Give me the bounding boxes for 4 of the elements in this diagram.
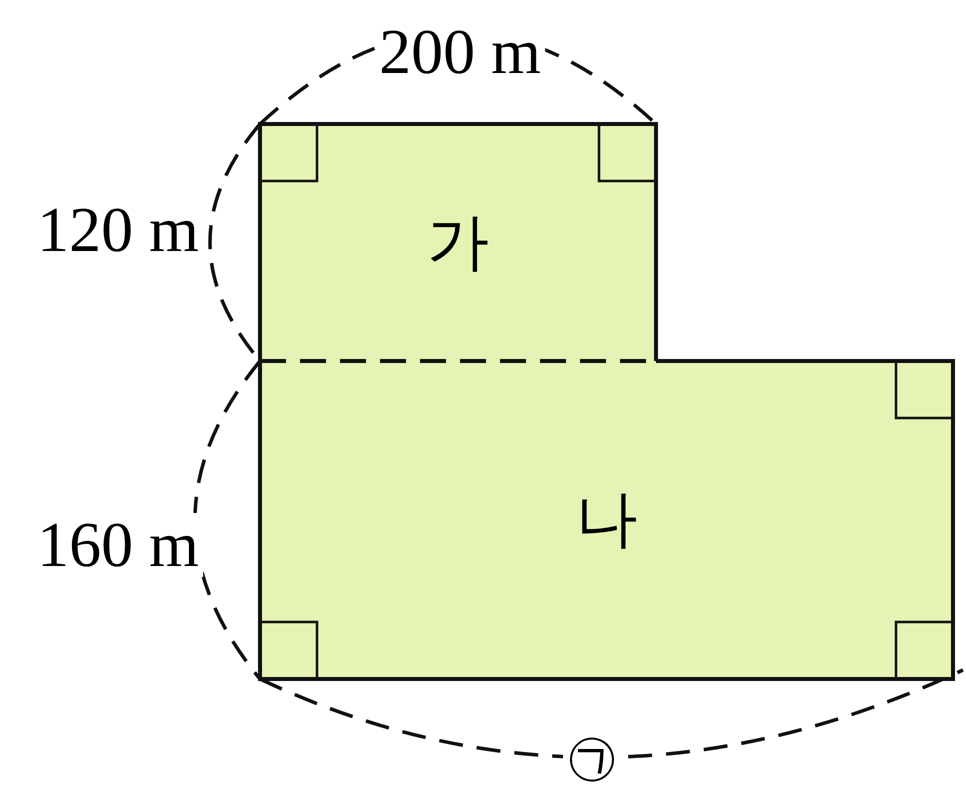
region-box bbox=[260, 124, 656, 361]
region-label: 나 bbox=[576, 489, 638, 551]
region-box bbox=[260, 361, 953, 679]
region-label: 가 bbox=[427, 212, 489, 274]
